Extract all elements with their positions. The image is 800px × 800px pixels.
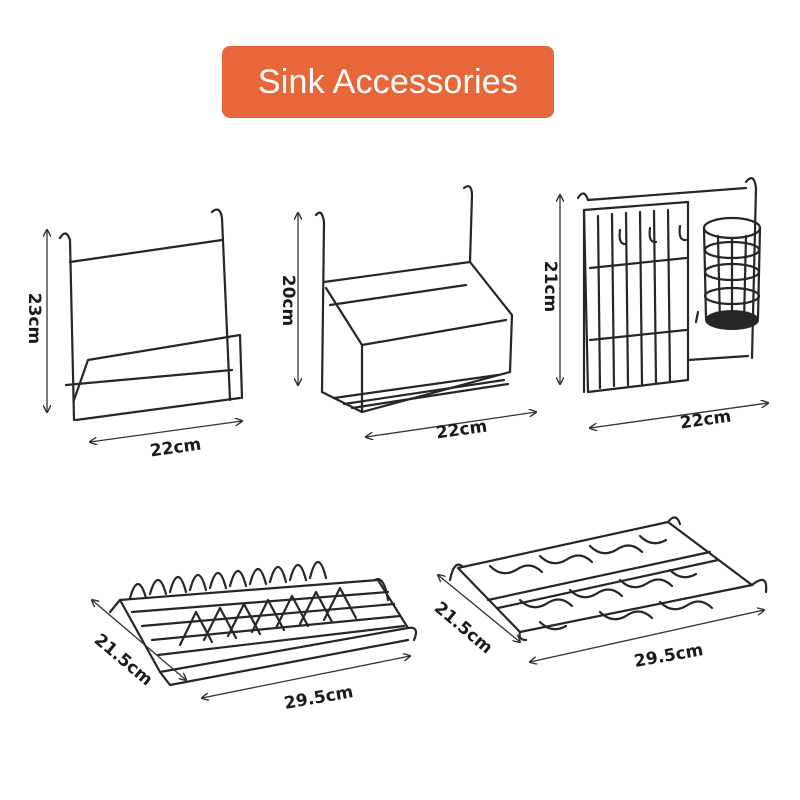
rack-2-basket: [314, 185, 514, 414]
title-text: Sink Accessories: [257, 62, 519, 101]
title-banner: Sink Accessories: [222, 46, 554, 118]
rack-3-height-label: 21cm: [540, 260, 561, 313]
rack-1-holder: [58, 208, 244, 422]
rack-5-flat-shelf: [448, 516, 768, 642]
rack-4-dimension-arrows: [92, 600, 410, 698]
rack-1-height-label: 23cm: [24, 292, 45, 345]
rack-3-cup-base: [705, 310, 759, 330]
rack-4-dish-drainer: [108, 560, 418, 687]
rack-2-dimension-arrows: [298, 213, 536, 437]
rack-3-dimension-arrows: [560, 195, 768, 428]
rack-5-dimension-arrows: [438, 575, 764, 662]
rack-3-utensil-holder: [576, 177, 762, 394]
rack-1-dimension-arrows: [47, 230, 242, 442]
rack-2-height-label: 20cm: [278, 274, 299, 327]
